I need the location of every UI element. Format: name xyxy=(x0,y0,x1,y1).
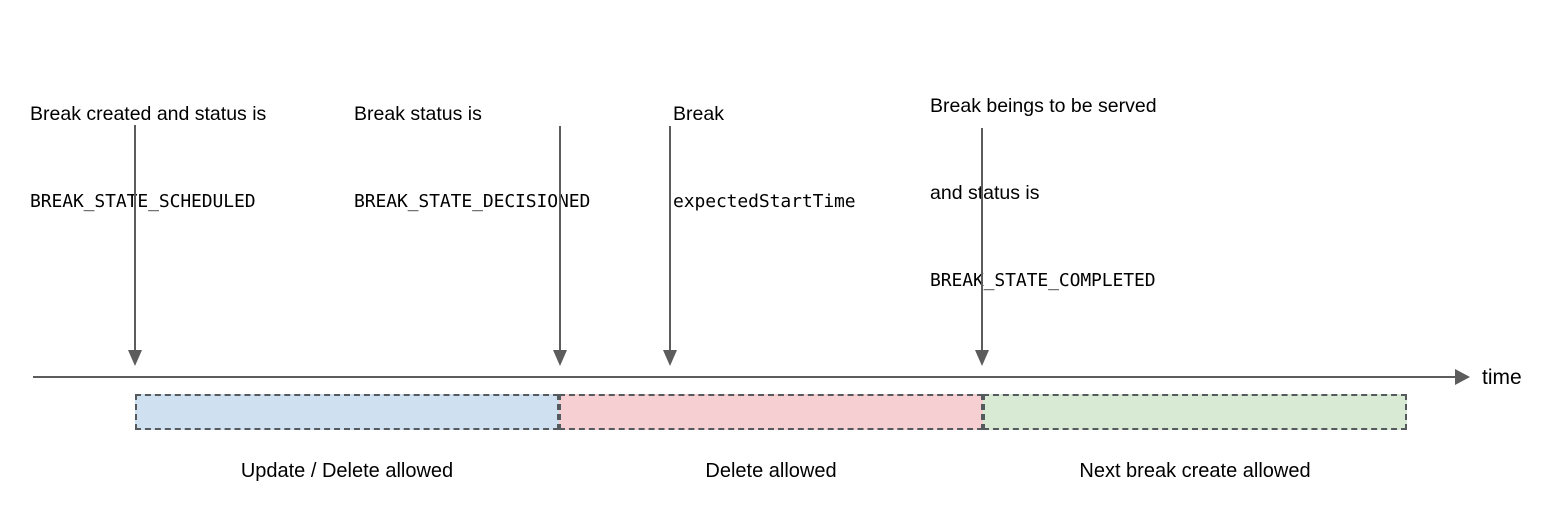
marker-arrow-completed-head xyxy=(975,350,989,366)
marker-arrow-expected-start-time-head xyxy=(663,350,677,366)
marker-arrow-decisioned-shaft xyxy=(559,126,561,350)
annotation-expected-start-time: Break expectedStartTime xyxy=(673,42,856,274)
annotation-expected-start-time-prose: Break xyxy=(673,103,724,125)
marker-arrow-expected-start-time-shaft xyxy=(669,126,671,350)
marker-arrow-decisioned xyxy=(552,126,568,366)
annotation-completed-prose-line2: and status is xyxy=(930,182,1040,204)
annotation-decisioned-prose: Break status is xyxy=(354,103,482,125)
segment-caption-update-delete: Update / Delete allowed xyxy=(240,460,454,482)
annotation-decisioned-code: BREAK_STATE_DECISIONED xyxy=(354,191,591,212)
annotation-decisioned: Break status is BREAK_STATE_DECISIONED xyxy=(354,42,590,274)
annotation-completed-prose-line1: Break beings to be served xyxy=(930,95,1157,117)
time-axis-arrow-icon xyxy=(1455,369,1470,385)
marker-arrow-decisioned-head xyxy=(553,350,567,366)
marker-arrow-completed-shaft xyxy=(981,128,983,350)
marker-arrow-expected-start-time xyxy=(662,126,678,366)
segment-caption-delete-only: Delete allowed xyxy=(705,460,837,482)
annotation-scheduled-prose: Break created and status is xyxy=(30,103,267,125)
marker-arrow-scheduled-shaft xyxy=(134,125,136,350)
annotation-completed-code: BREAK_STATE_COMPLETED xyxy=(930,270,1156,291)
marker-arrow-scheduled xyxy=(127,125,143,366)
segment-delete-only xyxy=(559,394,983,430)
segment-next-break-create xyxy=(983,394,1407,430)
time-axis-label: time xyxy=(1482,366,1522,389)
annotation-scheduled-code: BREAK_STATE_SCHEDULED xyxy=(30,191,256,212)
annotation-completed: Break beings to be served and status is … xyxy=(930,34,1157,353)
time-axis-line xyxy=(33,376,1455,378)
marker-arrow-completed xyxy=(974,128,990,366)
annotation-scheduled: Break created and status is BREAK_STATE_… xyxy=(30,42,266,274)
segment-caption-next-break-create: Next break create allowed xyxy=(1079,460,1311,482)
segment-update-delete xyxy=(135,394,559,430)
annotation-expected-start-time-code: expectedStartTime xyxy=(673,191,856,212)
marker-arrow-scheduled-head xyxy=(128,350,142,366)
